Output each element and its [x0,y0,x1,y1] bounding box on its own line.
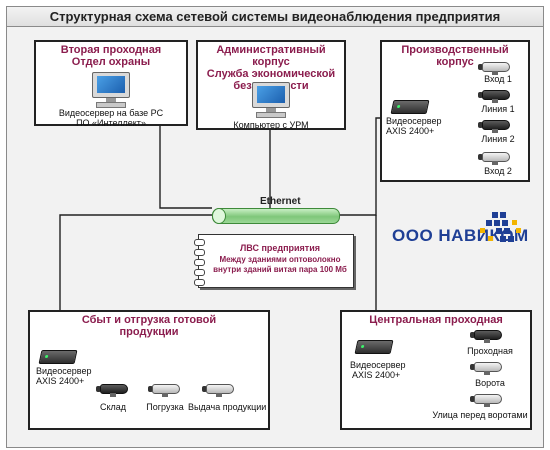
sales-camera-label: Склад [99,402,127,412]
camera-icon [202,382,236,397]
wire-sales [59,214,212,312]
box-security-office: Вторая проходная Отдел охраны Видеосерве… [34,40,188,128]
central-title: Центральная проходная [369,314,503,326]
sales-title-line2: продукции [119,326,179,338]
navikom-logo-mark [480,212,521,242]
box-admin-building: Административный корпус Служба экономиче… [196,40,346,130]
sales-title-line1: Сбыт и отгрузка готовой [81,314,217,326]
notepad-icon: ЛВС предприятия Между зданиями оптоволок… [194,234,354,288]
company-logo-text: ООО НАВИКОМ [392,226,529,245]
security-computer-label-2: ПО «Интеллект» [76,118,146,128]
video-server-icon [38,350,78,364]
production-server-label-1: Видеосервер [386,116,442,126]
security-title-line1: Вторая проходная [60,44,162,56]
production-server-label-2: AXIS 2400+ [386,126,435,136]
sales-server-label-1: Видеосервер [36,366,92,376]
security-title-line2: Отдел охраны [71,56,151,68]
video-server-icon [390,100,430,114]
sales-server-label-2: AXIS 2400+ [36,376,85,386]
camera-icon [470,392,504,407]
production-camera-label: Вход 2 [484,166,512,176]
camera-icon [470,360,504,375]
central-camera-label: Проходная [467,346,513,356]
production-camera-label: Линия 1 [481,104,515,114]
lan-note-line1: Между зданиями оптоволокно [219,255,341,264]
camera-icon [478,60,512,75]
camera-icon [96,382,130,397]
box-sales-shipping: Сбыт и отгрузка готовой продукции [28,310,270,430]
ethernet-label: Ethernet [260,196,301,207]
sales-camera-label: Выдача продукции [188,402,267,412]
camera-icon [148,382,182,397]
central-camera-label: Ворота [475,378,505,388]
lan-note-line2: внутри зданий витая пара 100 Мб [213,265,347,274]
production-title: Производственный корпус [401,44,509,68]
central-server-label-1: Видеосервер [350,360,406,370]
production-camera-label: Линия 2 [481,134,515,144]
security-computer-label-1: Видеосервер на базе PC [58,108,164,118]
lan-title: ЛВС предприятия [239,243,321,253]
camera-icon [478,88,512,103]
camera-icon [470,328,504,343]
computer-monitor-icon [92,72,130,112]
production-camera-label: Вход 1 [484,74,512,84]
admin-title-line1: Административный корпус [216,44,326,68]
central-server-label-2: AXIS 2400+ [352,370,401,380]
computer-monitor-icon [252,82,290,122]
admin-computer-label: Компьютер с УРМ [233,120,309,130]
camera-icon [478,118,512,133]
sales-camera-label: Погрузка [146,402,184,412]
ethernet-backbone [212,208,340,224]
camera-icon [478,150,512,165]
wire-security [159,122,212,209]
video-server-icon [354,340,394,354]
diagram-title: Структурная схема сетевой системы видеон… [6,6,544,28]
admin-title-line2: Служба экономической [206,68,336,80]
central-camera-label: Улица перед воротами [432,410,528,420]
